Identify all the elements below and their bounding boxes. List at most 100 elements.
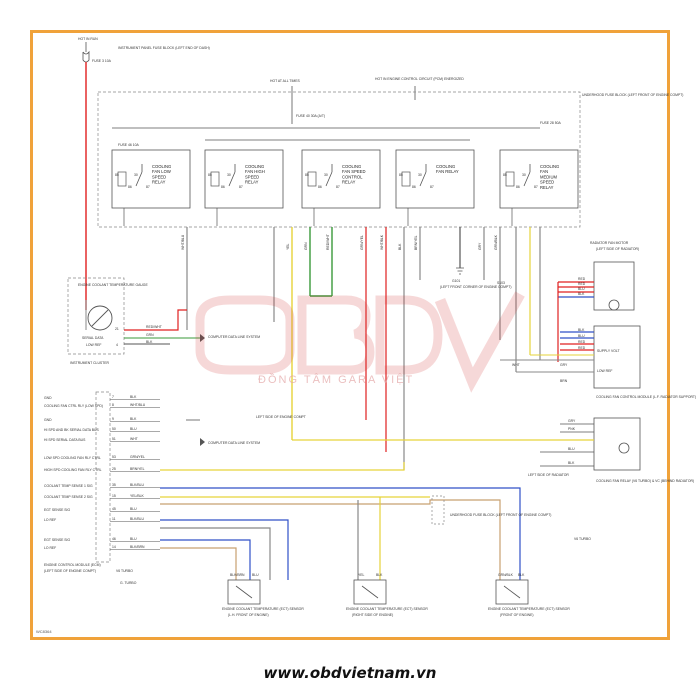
right-fan-wire-2: BLU	[568, 447, 575, 451]
underhood-small-label: UNDERHOOD FUSE BLOCK (LEFT FRONT OF ENGI…	[450, 513, 551, 517]
vertical-wires	[186, 227, 541, 470]
module-pin-2: WHT	[512, 363, 520, 367]
relay-pin-label: 86	[128, 185, 132, 189]
pcm-row-wire: BRN/YEL	[130, 467, 145, 471]
relay-pin-label: 30	[227, 173, 231, 177]
relay-pin-label: 30	[134, 173, 138, 177]
top-left-fuse-group: HOT IN RUN INSTRUMENT PANEL FUSE BLOCK (…	[78, 37, 210, 330]
relay-pin-label: 86	[221, 185, 225, 189]
relay-pin-label: 30	[418, 173, 422, 177]
sensor-c-title: ENGINE COOLANT TEMPERATURE (ECT) SENSOR	[488, 607, 570, 611]
vortec-0: G. TURBO	[120, 581, 137, 585]
pcm-row-label: GND	[44, 418, 52, 422]
pcm-data-arrow	[200, 438, 205, 446]
radiator-fan-motor-box	[593, 261, 635, 311]
fuse-46: FUSE 46 10A	[118, 143, 139, 147]
pcm-row-wire: BLK	[130, 395, 137, 399]
cluster-label: INSTRUMENT CLUSTER	[70, 361, 109, 365]
pcm-row-pin: 15	[112, 494, 116, 498]
pin-21-label: SERIAL DATA	[82, 336, 104, 340]
relay-pin-label: 86	[516, 185, 520, 189]
low-ref-label: LOW REF	[597, 369, 612, 373]
fuse-28-label: FUSE 28 50A	[540, 121, 561, 125]
ground-symbol	[456, 267, 464, 275]
pcm-row-label: EGT SENSE SIG	[44, 538, 70, 542]
pcm-row-label: LOW SPD COOLING FAN RLY CTRL	[44, 456, 101, 460]
red-module-wires	[560, 343, 594, 351]
relay-box	[395, 149, 475, 209]
pin-21-num: 21	[115, 327, 119, 331]
radiator-fan-sub: (LEFT SIDE OF RADIATOR)	[596, 247, 639, 251]
right-fan-wire-1: PNK	[568, 427, 576, 431]
website-url[interactable]: www.obdvietnam.vn	[263, 664, 437, 682]
ground-desc: (LEFT FRONT CORNER OF ENGINE COMPT)	[440, 285, 511, 289]
sensor-c-sub: (FRONT OF ENGINE)	[500, 613, 533, 617]
pcm-row-pin: 8	[112, 403, 114, 407]
gauge-needle	[91, 309, 109, 327]
pcm-row-label: COOLANT TEMP SENSE 1 SIG	[44, 484, 93, 488]
ect-gauge-group: ENGINE COOLANT TEMPERATURE GAUGE INSTRUM…	[67, 277, 260, 365]
vertical-wire-label: YEL	[286, 243, 290, 250]
red-motor-wires	[558, 281, 594, 293]
pcm-to-1: LEFT SIDE OF ENGINE COMPT	[256, 415, 306, 419]
vertical-wire-label: BLK	[398, 243, 402, 250]
vertical-wire-label: WHT/BLU	[181, 234, 185, 250]
fan-module-title: COOLING FAN CONTROL MODULE (L.F. RADIATO…	[596, 395, 696, 399]
radiator-fan-title: RADIATOR FAN MOTOR	[590, 241, 629, 245]
sensor-a-wire-0: BLK/BRN	[230, 573, 245, 577]
tan-sensor-a2	[160, 547, 237, 580]
rf-wire-3: BLK	[578, 292, 585, 296]
pcm-row-wire: WHT	[130, 437, 138, 441]
sensor-a-thermistor	[235, 585, 253, 599]
relay-coil	[210, 171, 220, 187]
relay-switch	[419, 164, 427, 187]
relay-switch	[325, 164, 333, 187]
blue-sensor-b	[160, 519, 289, 580]
pcm-row-pin: 51	[112, 437, 116, 441]
fan-motor-symbol	[608, 299, 620, 311]
pcm-row-pin: 45	[112, 507, 116, 511]
pcm-row-pin: 9	[112, 417, 114, 421]
pcm-connector-box	[95, 391, 111, 563]
pcm-row-label: LO REF	[44, 518, 56, 522]
pcm-to-0: COMPUTER DATA LINE SYSTEM	[208, 441, 260, 445]
pcm-row-pin: 35	[112, 483, 116, 487]
relay-name-line: COOLING	[342, 164, 361, 169]
relay-name-line: FAN SPEED	[342, 169, 366, 174]
relay-switch	[228, 164, 236, 187]
pcm-row-wire: WHT/BLU	[130, 403, 146, 407]
pcm-row-wire: BLK/BRN	[130, 545, 145, 549]
pcm-row-pin: 50	[112, 427, 116, 431]
relay-pin-label: 85	[115, 173, 119, 177]
fuse-symbol	[82, 42, 90, 63]
relay-pin-label: 85	[305, 173, 309, 177]
relay-pin-label: 30	[522, 173, 526, 177]
ect-gauge-title: ENGINE COOLANT TEMPERATURE GAUGE	[78, 283, 148, 287]
pcm-row-pin: 53	[112, 455, 116, 459]
pcm-row-wire: GRN/YEL	[130, 455, 145, 459]
gauge-wire-2: BLK	[146, 340, 153, 344]
pcm-sub: (LEFT SIDE OF ENGINE COMPT)	[44, 569, 96, 573]
rf2-wire-1: BLU	[578, 334, 585, 338]
right-fan-wire-0: GRY	[568, 419, 576, 423]
relay-pin-label: 87	[336, 185, 340, 189]
relay-box	[499, 149, 579, 209]
gauge-wire-1: GRN	[146, 333, 154, 337]
pcm-row-label: COOLANT TEMP SENSE 2 SIG	[44, 495, 93, 499]
ground-g101: G101 (LEFT FRONT CORNER OF ENGINE COMPT)…	[440, 267, 511, 289]
radiator-fan-motor-group: RADIATOR FAN MOTOR (LEFT SIDE OF RADIATO…	[500, 241, 696, 399]
relay-name-line: COOLING	[152, 164, 171, 169]
sensor-b-sub: (RIGHT SIDE OF ENGINE)	[352, 613, 393, 617]
relay-box	[301, 149, 381, 209]
relay-coil	[401, 171, 411, 187]
relay-name-line: COOLING	[245, 164, 264, 169]
junction-label: S103	[497, 281, 505, 285]
rf-wire-2: BLU	[578, 287, 585, 291]
sensor-a-sub: (L.H. FRONT OF ENGINE)	[228, 613, 269, 617]
pcm-row-wire: YEL/BLK	[130, 494, 144, 498]
pcm-row-pin: 25	[112, 467, 116, 471]
